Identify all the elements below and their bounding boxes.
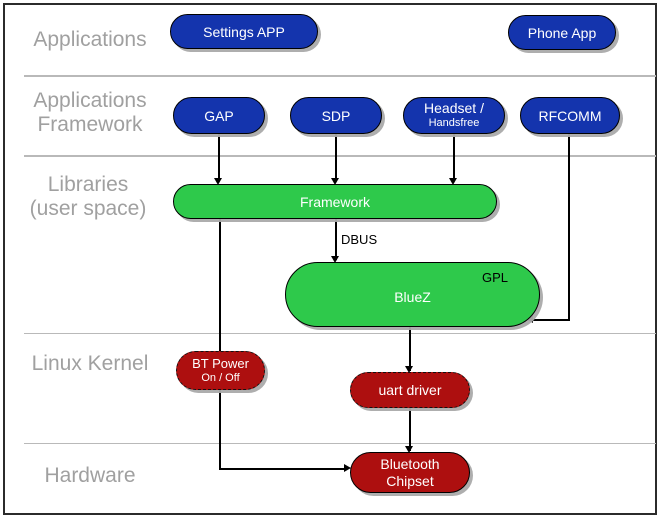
node-phone-app-label: Phone App <box>527 24 597 41</box>
node-bt-power-label-line1: BT Power <box>192 355 249 371</box>
node-rfcomm-label: RFCOMM <box>538 107 602 124</box>
layer-label-applications-framework: Applications Framework <box>33 89 147 136</box>
edge-framework-bluez-arrow <box>331 256 339 263</box>
edge-bluez-uart-line <box>409 327 411 371</box>
edge-framework-chipset-vline <box>219 218 221 469</box>
node-sdp-label: SDP <box>321 107 351 124</box>
layer-label-linux-kernel: Linux Kernel <box>31 352 149 375</box>
node-framework[interactable]: Framework <box>173 184 497 219</box>
node-gap[interactable]: GAP <box>173 97 265 134</box>
divider-libraries <box>24 333 656 334</box>
node-bluetooth-chipset-label-line1: Bluetooth <box>380 455 440 472</box>
diagram-frame <box>3 3 657 515</box>
edge-gap-framework-line <box>218 133 220 181</box>
node-sdp[interactable]: SDP <box>290 97 382 134</box>
edge-headset-framework-line <box>453 133 455 181</box>
edge-framework-bluez-line <box>335 218 337 260</box>
layer-label-libraries: Libraries (user space) <box>29 173 147 220</box>
edge-rfcomm-bluez-arrow <box>526 315 533 323</box>
divider-kernel <box>24 443 656 444</box>
edge-gap-framework-arrow <box>214 178 222 185</box>
node-gap-label: GAP <box>204 107 234 124</box>
edge-sdp-framework-arrow <box>331 178 339 185</box>
node-uart-driver[interactable]: uart driver <box>350 372 470 408</box>
edge-rfcomm-bluez-vline <box>568 133 570 320</box>
node-settings-app[interactable]: Settings APP <box>170 14 318 49</box>
edge-headset-framework-arrow <box>449 178 457 185</box>
edge-sdp-framework-line <box>335 133 337 181</box>
node-settings-app-label: Settings APP <box>203 23 285 40</box>
node-headset-handsfree-label-line1: Headset / <box>424 99 484 116</box>
node-bt-power-label-line2: On / Off <box>201 371 240 384</box>
node-bluez-badge-gpl: GPL <box>482 270 509 285</box>
node-headset-handsfree[interactable]: Headset / Handsfree <box>403 97 505 134</box>
node-bt-power[interactable]: BT Power On / Off <box>176 351 265 390</box>
node-bluetooth-chipset[interactable]: Bluetooth Chipset <box>350 452 470 493</box>
edge-bluez-uart-arrow <box>405 366 413 373</box>
node-bluez[interactable]: BlueZ <box>285 262 540 327</box>
edge-uart-chipset-line <box>409 407 411 451</box>
edge-uart-chipset-arrow <box>405 446 413 453</box>
edge-rfcomm-bluez-hline <box>532 319 570 321</box>
edge-framework-chipset-arrow <box>344 464 351 472</box>
node-framework-label: Framework <box>299 193 370 210</box>
divider-framework <box>24 155 656 157</box>
node-bluez-label: BlueZ <box>394 288 431 305</box>
divider-applications <box>24 75 656 77</box>
node-phone-app[interactable]: Phone App <box>508 15 616 50</box>
edge-framework-chipset-hline <box>219 468 345 470</box>
node-headset-handsfree-label-line2: Handsfree <box>428 116 480 129</box>
node-bluetooth-chipset-label-line2: Chipset <box>386 472 434 489</box>
node-uart-driver-label: uart driver <box>378 382 442 398</box>
layer-label-applications: Applications <box>33 28 147 51</box>
layer-label-hardware: Hardware <box>44 464 136 487</box>
edge-label-dbus: DBUS <box>341 232 378 247</box>
node-rfcomm[interactable]: RFCOMM <box>520 97 620 134</box>
